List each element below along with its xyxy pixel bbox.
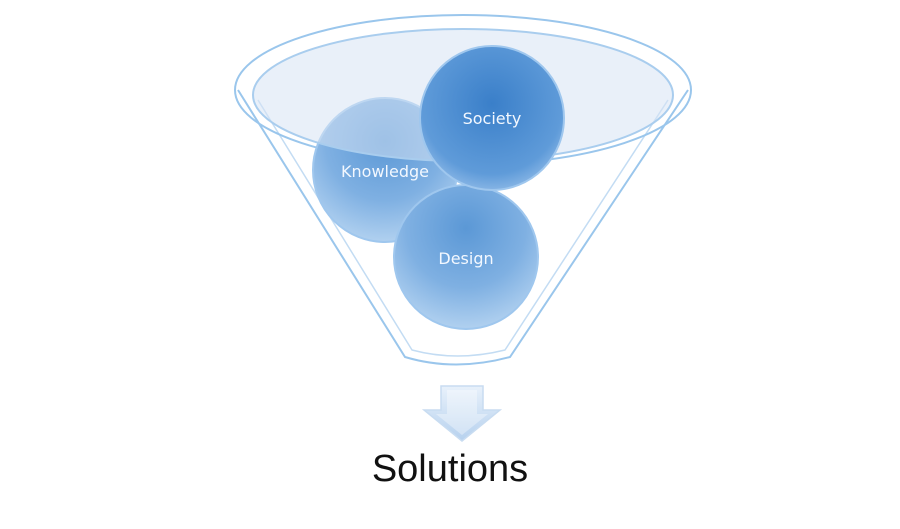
funnel-inner-body: [257, 99, 669, 357]
society-label: Society: [463, 109, 522, 128]
solutions-caption: Solutions: [371, 448, 529, 490]
knowledge-label: Knowledge: [341, 162, 429, 181]
design-label: Design: [438, 249, 493, 268]
society-ball: Society: [419, 45, 565, 191]
down-arrow-icon: [421, 385, 503, 442]
design-ball: Design: [393, 184, 539, 330]
funnel-body: [237, 89, 689, 366]
